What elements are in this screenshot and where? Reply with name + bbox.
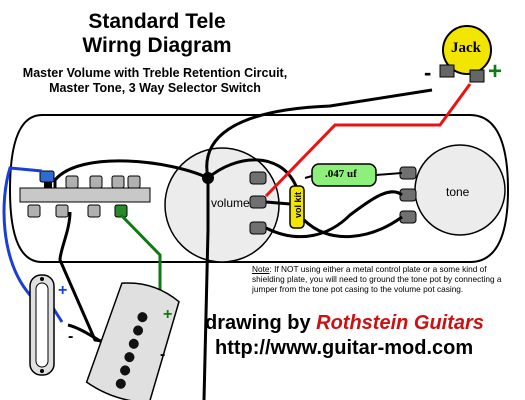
ground-junction xyxy=(202,172,214,184)
bridge-minus-sign: - xyxy=(160,346,166,363)
output-jack xyxy=(439,25,492,83)
credit-line: drawing by Rothstein Guitars xyxy=(205,312,484,335)
neck-plus-sign: + xyxy=(58,282,68,299)
credit-url: http://www.guitar-mod.com xyxy=(215,337,474,359)
jack-minus-sign: - xyxy=(424,60,432,85)
neck-pickup xyxy=(29,274,55,376)
subtitle-line-2: Master Tone, 3 Way Selector Switch xyxy=(49,81,261,95)
shielding-note: Note: If NOT using either a metal contro… xyxy=(252,264,514,294)
subtitle-line-1: Master Volume with Treble Retention Circ… xyxy=(22,66,288,80)
jack-label: Jack xyxy=(451,40,481,56)
ground-wires xyxy=(53,88,433,400)
vol-kit-label: vol kit xyxy=(293,192,303,219)
volume-pot xyxy=(164,147,280,263)
bridge-pickup xyxy=(85,282,180,400)
note-heading: Note xyxy=(252,264,270,274)
bridge-plus-sign: + xyxy=(163,306,173,323)
credit-prefix: drawing by xyxy=(205,312,317,334)
title-line-2: Wirng Diagram xyxy=(82,34,232,57)
tone-pot xyxy=(399,144,506,236)
volume-label: volume xyxy=(211,196,250,210)
hot-wire xyxy=(264,83,472,198)
note-text: : If NOT using either a metal control pl… xyxy=(252,264,502,294)
credit-brand: Rothstein Guitars xyxy=(316,312,484,334)
capacitor-label: .047 uf xyxy=(325,168,357,180)
selector-switch xyxy=(19,170,151,218)
title-line-1: Standard Tele xyxy=(88,10,226,33)
tone-label: tone xyxy=(446,185,470,199)
neck-minus-sign: - xyxy=(68,328,74,345)
vol-kit xyxy=(289,185,305,229)
jack-plus-sign: + xyxy=(488,58,503,85)
